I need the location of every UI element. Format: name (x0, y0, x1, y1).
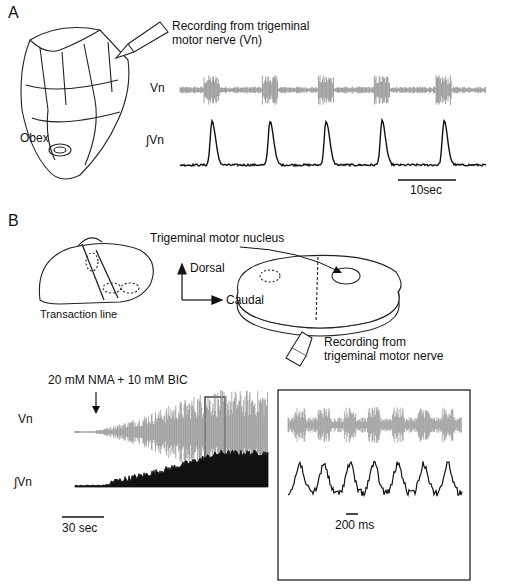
scale-bar (346, 513, 358, 515)
scale-label: 200 ms (335, 519, 374, 533)
obex-label: Obex (20, 132, 49, 146)
nerve-trace (180, 75, 486, 105)
nucleus-label: Trigeminal motor nucleus (150, 232, 284, 246)
signal-name: Vn (18, 413, 33, 427)
inset-frame (278, 390, 470, 580)
leader-line (240, 247, 340, 272)
scale-label: 10sec (410, 184, 442, 198)
signal-name: ∫Vn (146, 134, 164, 148)
integrated-trace (180, 120, 486, 166)
axis-label: Caudal (226, 294, 264, 308)
signal-name: ∫Vn (14, 476, 32, 490)
scale-label: 30 sec (62, 522, 97, 536)
drug-arrowhead (92, 406, 100, 414)
scale-bar (62, 516, 104, 518)
integrated-trace (288, 461, 462, 496)
drug-label: 20 mM NMA + 10 mM BIC (48, 374, 188, 388)
axis-label: Dorsal (190, 262, 225, 276)
brain-sagittal-drawing (39, 238, 153, 304)
transection-label: Transaction line (40, 308, 117, 321)
suction-electrode (286, 332, 312, 366)
signal-name: Vn (150, 82, 165, 96)
drug-arrow (95, 392, 96, 408)
leader-arrowhead (333, 266, 342, 273)
scale-bar (398, 179, 456, 181)
recording-label: Recording from trigeminal motor nerve (324, 336, 454, 364)
suction-electrode (116, 22, 168, 58)
panel-letter: A (8, 4, 19, 22)
integrated-trace (75, 450, 268, 487)
recording-label: Recording from trigeminal motor nerve (V… (172, 20, 322, 48)
panel-letter: B (8, 212, 19, 230)
nerve-trace (288, 407, 461, 443)
brainstem-drawing (21, 28, 129, 179)
